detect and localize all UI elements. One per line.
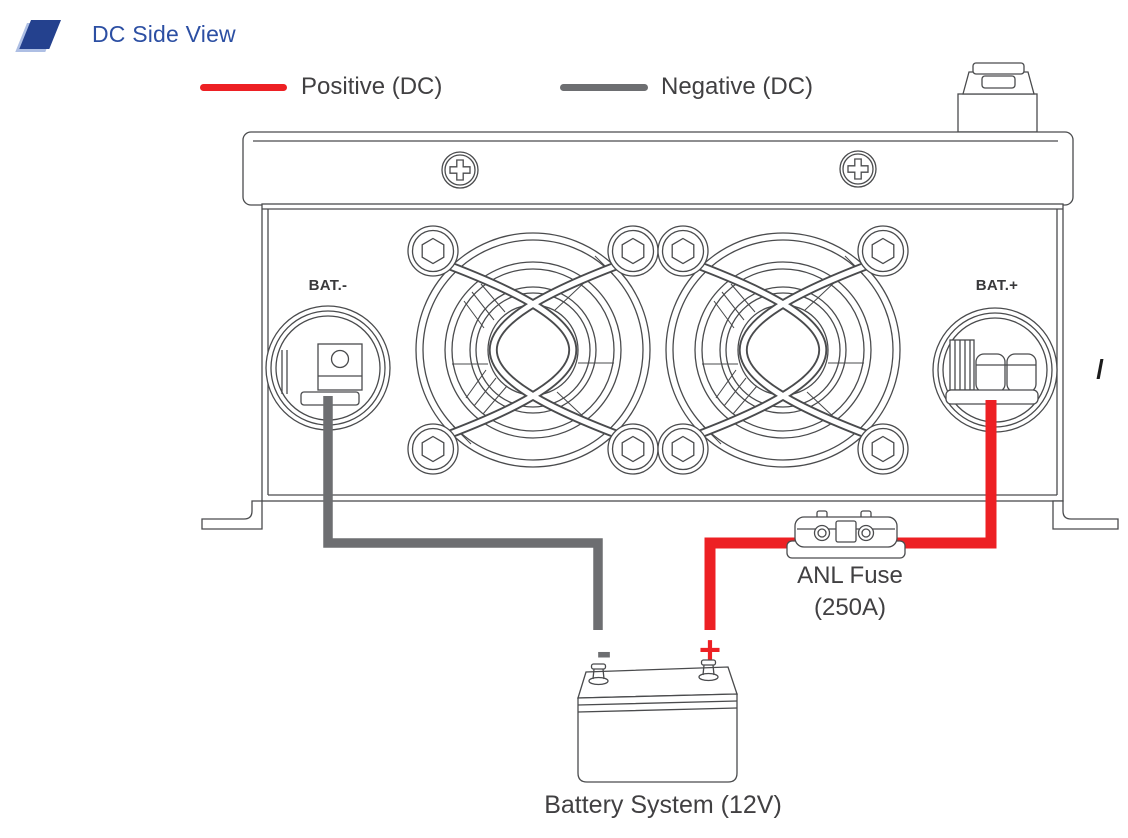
legend-positive-label: Positive (DC): [301, 73, 443, 100]
battery-plus-symbol: +: [698, 629, 722, 672]
battery-label: Battery System (12V): [544, 791, 782, 819]
battery-minus-symbol: -: [596, 625, 612, 677]
mount-foot-right: [1052, 500, 1119, 530]
battery: [577, 659, 738, 783]
bat-minus-terminal-label: BAT.-: [308, 277, 348, 294]
fuse-rating-label: (250A): [813, 594, 887, 621]
stray-slash-annotation: /: [1096, 354, 1104, 385]
negative-wire: [323, 396, 603, 630]
bat-minus-terminal: [265, 305, 391, 431]
mount-foot-left: [201, 500, 263, 530]
legend-negative-swatch: [560, 84, 648, 91]
phillips-screw-left: [441, 151, 479, 189]
legend-negative-label: Negative (DC): [661, 73, 814, 100]
top-strip: [242, 131, 1074, 206]
fuse-name-label: ANL Fuse: [797, 562, 903, 589]
page-title: DC Side View: [92, 21, 236, 47]
anl-fuse: [786, 510, 906, 559]
phillips-screw-right: [839, 150, 877, 188]
bat-plus-terminal-label: BAT.+: [975, 277, 1019, 294]
top-connector: [957, 62, 1038, 133]
legend-positive-swatch: [200, 84, 287, 91]
